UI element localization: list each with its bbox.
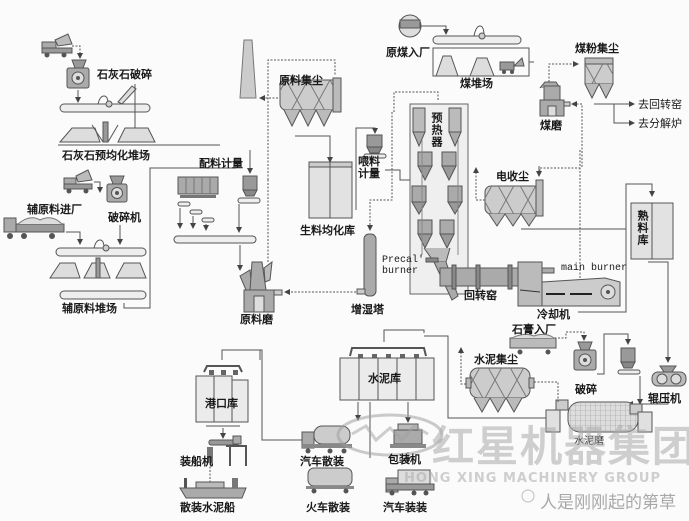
label-raw-mill: 原料磨 [240,313,273,326]
watermark-logo-ellipse [336,413,444,457]
label-clinker-silo: 熟料库 [636,210,649,246]
limestone-truck [41,33,73,58]
raw-meal-homogenization-silo [308,161,353,219]
aux-flatbed-truck [3,217,65,239]
coal-mill [539,81,571,117]
cement-silo [339,347,435,401]
coal-powder-dust-collector [584,57,614,100]
watermark-company-en: HONG XING MACHINERY GROUP [404,471,662,486]
label-aux-material-entry: 辅原料进厂 [27,203,82,216]
chimney [239,39,257,99]
roller-press [651,365,687,387]
gypsum-crusher [573,341,597,371]
label-limestone-prehomogenization-yard: 石灰石预均化堆场 [62,149,150,162]
watermark-company-cn: 红星机器集团 [432,422,689,471]
label-esp-dust-collector: 电收尘 [496,170,529,183]
wechat-icon [521,489,535,503]
label-precal-burner: Precal' burner [382,255,425,277]
cement-mill [545,399,653,433]
batching-hopper [237,175,261,204]
watermark-account: 人是刚刚起的第草 [540,493,676,513]
label-port-silo: 港口库 [205,397,238,410]
aux-reclaim-conveyor [59,290,147,300]
aux-truck-small [63,169,93,194]
label-preheater: 预热器 [430,112,443,148]
label-truck-bagged: 汽车装装 [383,501,427,514]
label-raw-material-dust-collector: 原料集尘 [279,74,323,87]
label-limestone-crushing: 石灰石破碎 [97,68,152,81]
label-coal-yard: 煤堆场 [460,77,493,90]
label-aux-material-yard: 辅原料堆场 [62,302,117,315]
batching-silos [177,176,219,223]
label-ship-loader: 装船机 [180,455,213,468]
label-gypsum-entry: 石膏入厂 [512,323,556,336]
label-cooler: 冷却机 [537,308,570,321]
label-train-bulk: 火车散装 [306,501,350,514]
raw-material-dust-collector [279,77,342,128]
train-bulk-wagon [306,467,354,494]
label-cement-dust-collector: 水泥集尘 [474,353,518,366]
ship-loader [207,435,247,466]
additive-hopper [617,347,641,375]
label-coal-mill: 煤磨 [540,119,562,132]
label-raw-coal-entry: 原煤入厂 [386,46,430,59]
label-crushing: 破碎 [575,383,597,396]
label-batching-metering: 配料计量 [199,157,243,170]
label-kiln-feed-metering: 喂料计量 [358,155,380,180]
label-crusher: 破碎机 [108,211,141,224]
label-roller-press: 辊压机 [648,392,681,405]
label-bulk-cement-ship: 散装水泥船 [180,501,235,514]
aux-belt-conveyor [55,239,147,257]
coal-belt-conveyor [432,25,522,45]
kiln-feed-hopper [363,134,387,159]
label-main-burner: main burner [561,263,628,274]
humidifier-tower [356,233,377,297]
bulk-cement-ship [179,478,247,499]
label-cement-silo: 水泥库 [368,372,401,385]
coal-unloader [398,14,422,38]
batching-belt-conveyor [173,235,257,244]
label-rotary-kiln: 回转窑 [464,289,497,302]
label-packing-machine: 包装机 [388,453,421,466]
label-truck-bulk: 汽车散装 [300,455,344,468]
label-humidifier-tower: 增湿塔 [351,303,384,316]
esp-dust-collector [484,179,544,227]
label-raw-meal-homogenization-silo: 生料均化库 [300,224,355,237]
label-to-rotary-kiln: 去回转窑 [638,98,682,111]
aux-stockpiles [49,257,147,279]
limestone-belt-conveyor [59,95,151,113]
bulk-cement-truck [301,425,352,454]
clinker-silo [630,202,674,260]
bagged-cement-truck [385,469,435,496]
coal-loader [499,57,525,74]
rotary-kiln [439,264,521,290]
cement-dust-collector [465,367,535,414]
label-to-calciner: 去分解炉 [638,117,682,130]
aux-crusher [106,175,128,203]
limestone-stockpiles [58,121,220,146]
label-coal-powder-dust-collector: 煤粉集尘 [575,42,619,55]
port-silo [195,365,249,427]
label-cement-mill: 水泥磨 [574,436,604,447]
raw-mill [239,260,283,313]
stacker-arm [117,85,137,105]
precal-burner-nozzle [425,257,439,263]
clinker-cooler [517,261,621,307]
limestone-crusher [66,59,90,89]
gypsum-truck [509,333,557,355]
packing-machine [390,423,426,448]
